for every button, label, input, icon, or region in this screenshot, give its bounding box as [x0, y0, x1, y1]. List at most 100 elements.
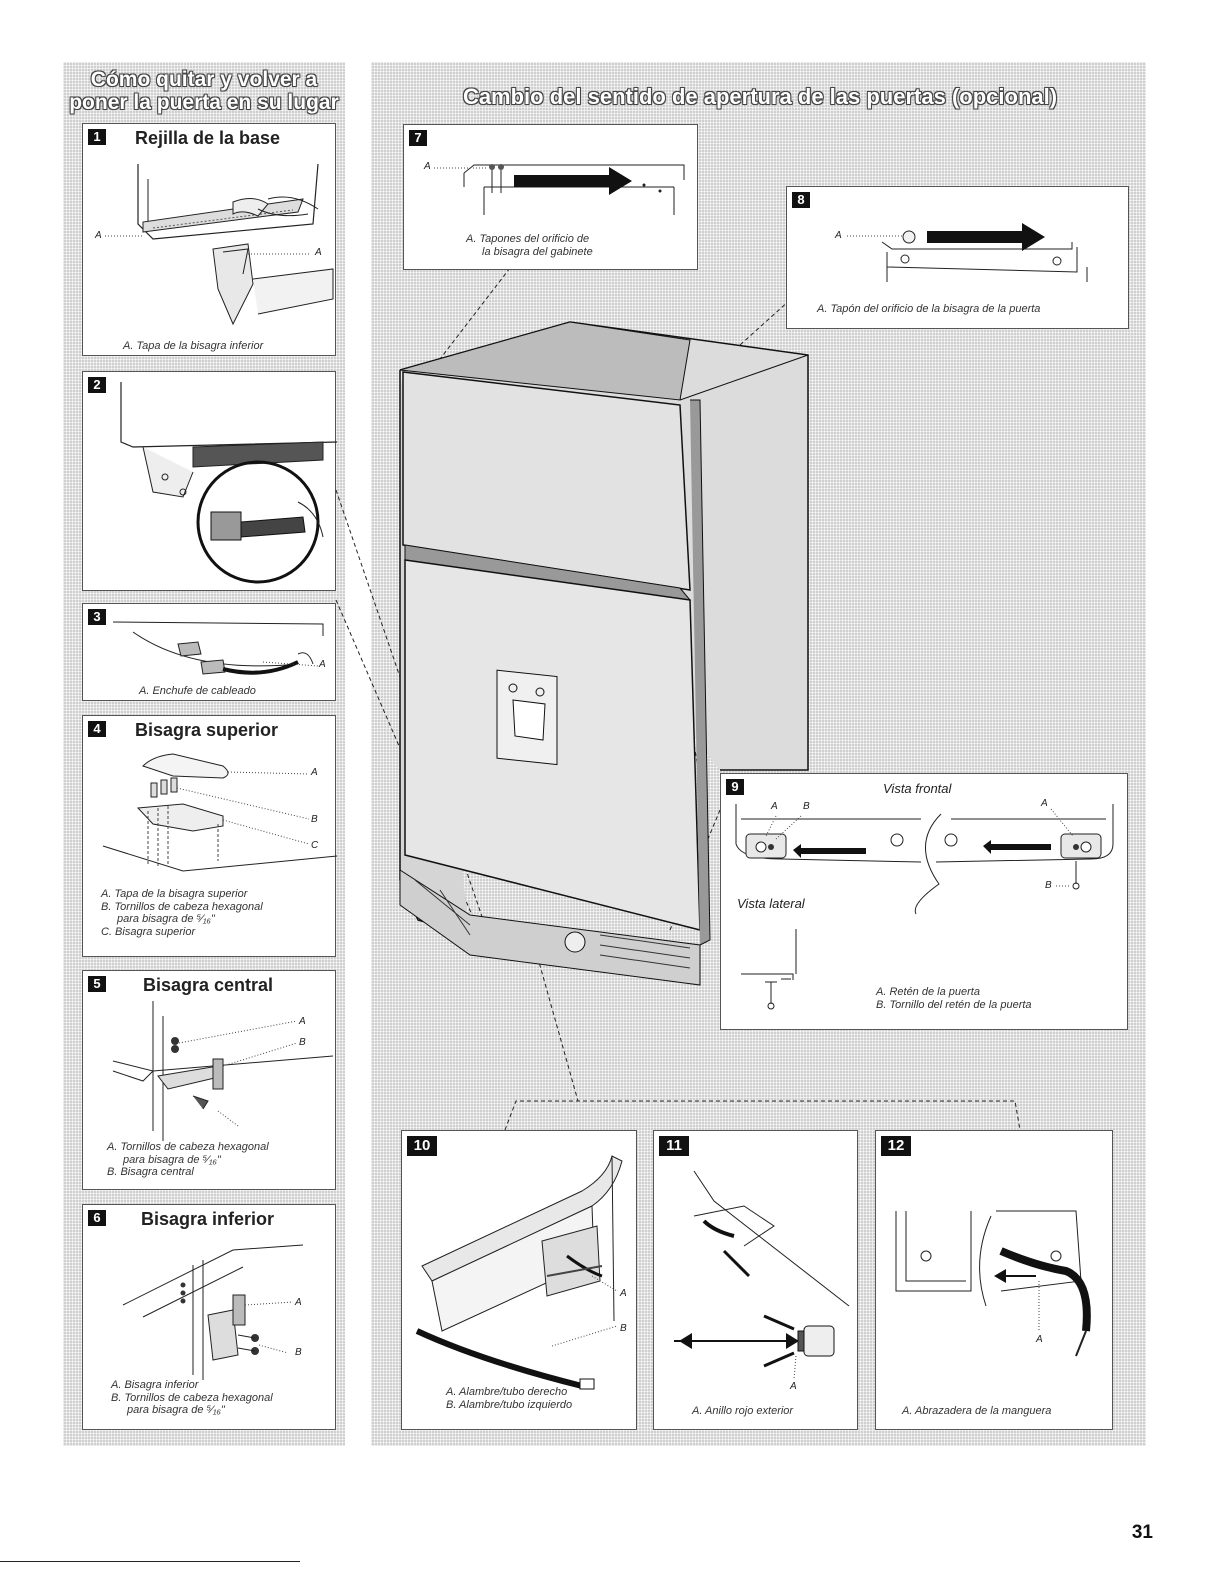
- step12-caption: A. Abrazadera de la manguera: [902, 1405, 1051, 1418]
- step9-label-b-left: B: [803, 801, 810, 812]
- step5-caption-line2: para bisagra de ⁵⁄₁₆": [123, 1153, 221, 1166]
- step10-label-b: B: [620, 1323, 627, 1334]
- step9-label-b-right: B: [1045, 880, 1052, 891]
- red-ring-illustration: [674, 1170, 850, 1380]
- step6-label-b: B: [295, 1347, 302, 1358]
- step1-title: Rejilla de la base: [135, 128, 281, 148]
- step12-label-a: A: [1036, 1334, 1043, 1345]
- step9-number: 9: [726, 779, 744, 795]
- step8-caption: A. Tapón del orificio de la bisagra de l…: [817, 303, 1040, 316]
- step6-number: 6: [88, 1210, 106, 1226]
- step11-number: 11: [659, 1136, 689, 1156]
- step1-label-a-left: A: [95, 230, 102, 241]
- step5-title: Bisagra central: [143, 975, 274, 995]
- step10-caption: A. Alambre/tubo derecho B. Alambre/tubo …: [446, 1386, 572, 1411]
- step3-caption-line: A. Enchufe de cableado: [139, 685, 256, 697]
- step8-caption-line: A. Tapón del orificio de la bisagra de l…: [817, 303, 1041, 315]
- step1-panel: 1 Rejilla de la base A A A. Tapa de la b…: [82, 123, 336, 356]
- wiring-plug-illustration: [112, 621, 324, 675]
- left-title-line1: Cómo quitar y volver a: [90, 68, 318, 91]
- base-grille-illustration: [105, 163, 334, 326]
- step1-label-a-right: A: [315, 247, 322, 258]
- right-section-title: Cambio del sentido de apertura de las pu…: [462, 84, 1058, 109]
- door-hinge-plug-illustration: [847, 223, 1088, 282]
- step1-number: 1: [88, 129, 106, 145]
- step10-panel: 10 A B A. Alambre/tubo derecho B. Alambr…: [401, 1130, 637, 1430]
- step10-number: 10: [407, 1136, 437, 1156]
- water-tube-illustration: [415, 1155, 623, 1390]
- step9-caption-line2: B. Tornillo del retén de la puerta: [876, 998, 1032, 1011]
- step8-label-a: A: [835, 230, 842, 241]
- step9-side-view: Vista lateral: [737, 896, 805, 911]
- step2-panel: 2: [82, 371, 337, 591]
- bottom-hinge-illustration: [122, 1244, 304, 1380]
- step4-title: Bisagra superior: [135, 720, 279, 740]
- step5-caption-line3: B. Bisagra central: [107, 1166, 194, 1178]
- step7-label-a: A: [424, 161, 431, 172]
- step4-label-b: B: [311, 814, 318, 825]
- step6-panel: 6 Bisagra inferior A B A. Bisagra inferi…: [82, 1204, 336, 1430]
- step11-label-a: A: [790, 1381, 797, 1392]
- step9-label-a-left: A: [771, 801, 778, 812]
- step5-label-b: B: [299, 1037, 306, 1048]
- footer-rule: [0, 1561, 300, 1562]
- step10-caption-line1: A. Alambre/tubo derecho: [446, 1386, 568, 1398]
- step6-label-a: A: [295, 1297, 302, 1308]
- step5-number: 5: [88, 976, 106, 992]
- step8-number: 8: [792, 192, 810, 208]
- step6-caption: A. Bisagra inferior B. Tornillos de cabe…: [111, 1379, 273, 1417]
- step11-caption-line: A. Anillo rojo exterior: [692, 1405, 794, 1417]
- step7-caption-line2: la bisagra del gabinete: [482, 245, 593, 258]
- left-title-line2: poner la puerta en su lugar: [69, 91, 339, 114]
- step4-panel: 4 Bisagra superior A B C A. Tapa de la b…: [82, 715, 337, 957]
- step2-number: 2: [88, 377, 106, 393]
- step5-caption: A. Tornillos de cabeza hexagonal para bi…: [107, 1141, 269, 1179]
- wiring-illustration: [120, 382, 337, 584]
- cabinet-hinge-plugs-illustration: [434, 164, 685, 215]
- step4-caption-line4: C. Bisagra superior: [101, 925, 196, 938]
- step8-panel: 8 A A. Tapón del orificio de la bisagra …: [786, 186, 1129, 329]
- step9-label-a-right: A: [1041, 798, 1048, 809]
- step7-caption: A. Tapones del orificio de la bisagra de…: [466, 233, 593, 258]
- step11-caption: A. Anillo rojo exterior: [692, 1405, 793, 1418]
- step12-caption-line: A. Abrazadera de la manguera: [902, 1405, 1052, 1417]
- step4-caption: A. Tapa de la bisagra superior B. Tornil…: [101, 888, 263, 938]
- step6-caption-line1: A. Bisagra inferior: [111, 1379, 199, 1391]
- door-stop-illustration: [735, 804, 1114, 1010]
- step4-label-c: C: [311, 840, 319, 851]
- step9-front-view: Vista frontal: [883, 781, 952, 796]
- left-section-title: Cómo quitar y volver a poner la puerta e…: [66, 68, 342, 114]
- step3-number: 3: [88, 609, 106, 625]
- step7-panel: 7 A A. Tapones del orificio de la bisagr…: [403, 124, 698, 270]
- step7-caption-line1: A. Tapones del orificio de: [466, 233, 590, 245]
- step4-caption-line1: A. Tapa de la bisagra superior: [101, 888, 248, 900]
- step12-panel: 12 A A. Abrazadera de la manguera: [875, 1130, 1113, 1430]
- step5-label-a: A: [299, 1016, 306, 1027]
- step1-caption: A. Tapa de la bisagra inferior: [123, 340, 263, 353]
- step6-title: Bisagra inferior: [141, 1209, 275, 1229]
- step6-caption-line2: B. Tornillos de cabeza hexagonal: [111, 1391, 273, 1404]
- step4-label-a: A: [311, 767, 318, 778]
- step11-panel: 11 A A. Anillo rojo exterior: [653, 1130, 858, 1430]
- center-hinge-illustration: [112, 1001, 334, 1141]
- top-hinge-illustration: [102, 753, 337, 872]
- step10-caption-line2: B. Alambre/tubo izquierdo: [446, 1398, 573, 1411]
- step9-caption-line1: A. Retén de la puerta: [876, 986, 980, 998]
- step4-number: 4: [88, 721, 106, 737]
- step5-caption-line1: A. Tornillos de cabeza hexagonal: [107, 1141, 269, 1153]
- page-number: 31: [1131, 1522, 1153, 1543]
- step9-caption: A. Retén de la puerta B. Tornillo del re…: [876, 986, 1032, 1011]
- step3-panel: 3 A A. Enchufe de cableado: [82, 603, 336, 701]
- step6-caption-line3: para bisagra de ⁵⁄₁₆": [127, 1404, 225, 1416]
- step3-label-a: A: [319, 659, 326, 670]
- step5-panel: 5 Bisagra central A B A. Tornillos de ca…: [82, 970, 336, 1190]
- step10-label-a: A: [620, 1288, 627, 1299]
- step4-caption-line2: B. Tornillos de cabeza hexagonal: [101, 900, 263, 913]
- hose-clamp-illustration: [895, 1210, 1091, 1357]
- step4-caption-line3: para bisagra de ⁵⁄₁₆": [117, 913, 215, 925]
- step9-panel: 9 Vista frontal A B A B Vista lateral A.…: [720, 773, 1128, 1030]
- step3-caption: A. Enchufe de cableado: [139, 685, 256, 698]
- step1-caption-line: A. Tapa de la bisagra inferior: [123, 340, 264, 352]
- step12-number: 12: [881, 1136, 911, 1156]
